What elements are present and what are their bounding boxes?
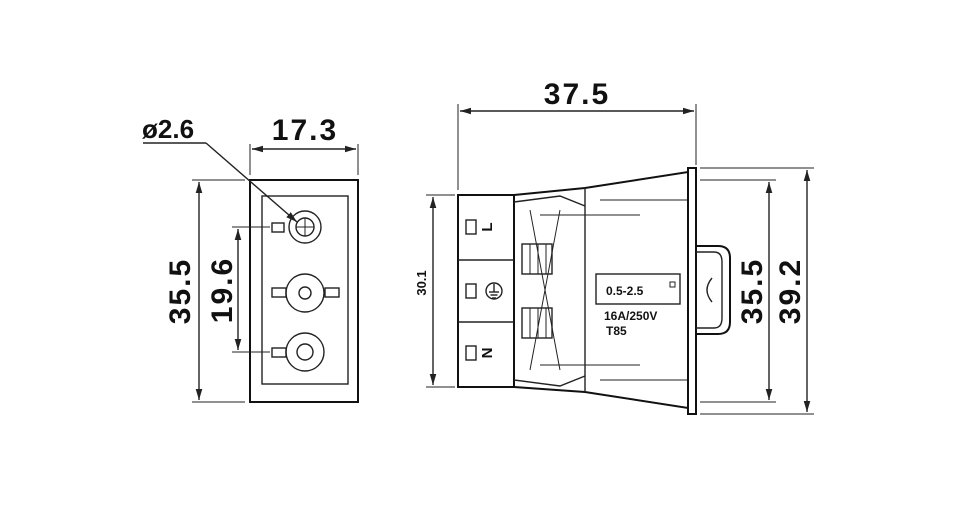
front-height-label: 35.5	[164, 258, 197, 324]
front-housing-outline	[249, 179, 359, 403]
side-front-block	[457, 194, 515, 388]
side-outer-height-dimension: 39.2	[700, 167, 814, 415]
side-flange	[687, 167, 697, 415]
terminal-N-label: N	[479, 348, 496, 359]
contact-middle	[271, 273, 340, 313]
front-height-dimension: 35.5	[164, 179, 245, 403]
hole-diameter-label: ø2.6	[142, 114, 194, 144]
side-tapered-body	[513, 170, 689, 410]
temperature-label: T85	[606, 324, 627, 338]
front-width-dimension: 17.3	[249, 114, 359, 175]
side-inner-height-label: 30.1	[414, 270, 429, 295]
spring-clamp-upper	[521, 243, 553, 275]
side-length-dimension: 37.5	[457, 78, 697, 190]
front-housing-inner	[261, 195, 349, 385]
wire-range-label: 0.5-2.5	[606, 284, 644, 298]
front-pitch-label: 19.6	[206, 257, 239, 323]
side-inner-height-dimension: 30.1	[414, 194, 455, 388]
earth-ground-icon	[485, 282, 503, 300]
side-length-label: 37.5	[544, 78, 610, 111]
front-view: ø2.6 17.3 35.5 19.6	[142, 114, 359, 403]
front-width-label: 17.3	[272, 114, 338, 147]
spring-clamp-lower	[521, 307, 553, 339]
rating-plate	[595, 273, 681, 305]
side-mid-height-label: 35.5	[736, 258, 769, 324]
hole-diameter-dimension: ø2.6	[142, 114, 298, 223]
terminal-L-label: L	[479, 222, 496, 231]
side-mid-height-dimension: 35.5	[700, 179, 776, 403]
contact-bottom	[271, 332, 325, 372]
side-outer-height-label: 39.2	[774, 258, 807, 324]
side-view: L N 0.5-2.5 16A/250V T85	[414, 78, 814, 415]
side-latch	[696, 245, 731, 335]
contact-top	[271, 210, 322, 244]
front-pitch-dimension: 19.6	[206, 226, 270, 353]
rating-label: 16A/250V	[604, 309, 657, 323]
